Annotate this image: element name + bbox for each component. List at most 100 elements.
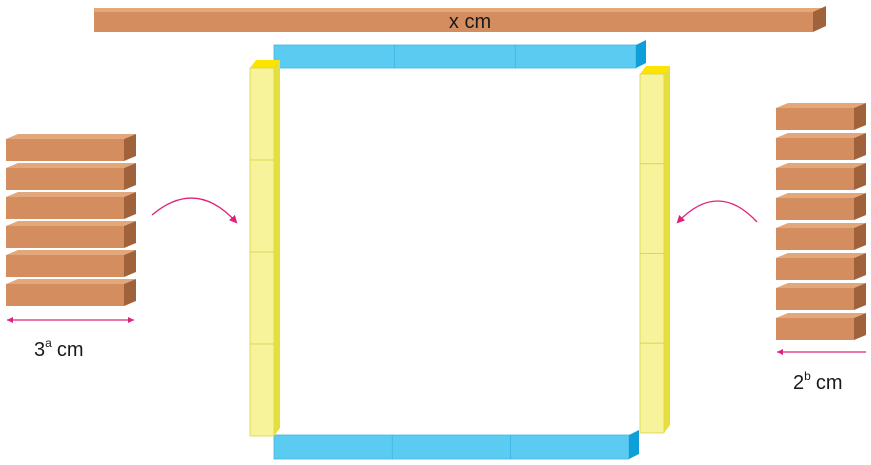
left-measure-arrowhead-left (7, 317, 13, 323)
frame-left-segment (249, 251, 275, 345)
right-curved-arrow (676, 200, 758, 224)
brick-top-face (6, 163, 136, 168)
brick-side-face (854, 253, 866, 280)
left-measure-arrowhead-right (128, 317, 134, 323)
frame-right-segment (639, 73, 665, 165)
brick-front-face (776, 138, 854, 160)
brick-top-face (6, 250, 136, 255)
brick-front-face (776, 108, 854, 130)
right-stack-brick (776, 283, 866, 310)
brick-front-face (776, 228, 854, 250)
right-stack-brick (776, 313, 866, 340)
top-rod-label: x cm (449, 11, 491, 33)
top-rod-side-face (813, 6, 826, 32)
brick-side-face (124, 221, 136, 248)
right-stack-brick (776, 253, 866, 280)
frame-left-segment (249, 159, 275, 253)
brick-top-face (776, 313, 866, 318)
frame-left-side-face (274, 60, 280, 436)
brick-front-face (6, 226, 124, 248)
brick-side-face (124, 250, 136, 277)
frame-left-yellow-bars (249, 60, 280, 437)
frame-left-segment (249, 67, 275, 161)
brick-top-face (776, 133, 866, 138)
right-measure-arrowhead-left (777, 349, 783, 355)
brick-top-face (776, 163, 866, 168)
right-stack-brick (776, 133, 866, 160)
brick-side-face (854, 133, 866, 160)
brick-side-face (854, 313, 866, 340)
brick-front-face (6, 197, 124, 219)
left-stack-brick (6, 163, 136, 190)
right-stack-brick (776, 223, 866, 250)
brick-top-face (776, 253, 866, 258)
brick-front-face (6, 168, 124, 190)
brick-top-face (6, 192, 136, 197)
frame-top-segment (394, 44, 516, 69)
brick-front-face (776, 198, 854, 220)
right-stack-brick (776, 103, 866, 130)
left-label-unit: cm (57, 339, 84, 361)
brick-front-face (776, 258, 854, 280)
left-brick-stack (6, 134, 136, 306)
brick-side-face (124, 279, 136, 306)
brick-front-face (776, 168, 854, 190)
frame-left-top-cap (250, 60, 280, 68)
brick-side-face (124, 192, 136, 219)
brick-side-face (124, 134, 136, 161)
square-frame (249, 40, 670, 460)
left-stack-brick (6, 250, 136, 277)
frame-top-segment (514, 44, 637, 69)
brick-side-face (854, 283, 866, 310)
frame-top-segment (273, 44, 396, 69)
frame-right-segment (639, 253, 665, 344)
frame-bottom-end-face (629, 430, 639, 459)
frame-bottom-segment (510, 434, 630, 460)
frame-left-segment (249, 343, 275, 437)
frame-right-side-face (664, 66, 670, 433)
brick-front-face (6, 284, 124, 306)
brick-front-face (776, 318, 854, 340)
right-label-base: 2 (793, 372, 804, 394)
frame-top-blue-bars (273, 40, 646, 69)
brick-top-face (6, 279, 136, 284)
left-label-exponent: a (45, 336, 52, 350)
brick-front-face (6, 255, 124, 277)
left-label-base: 3 (34, 339, 45, 361)
brick-side-face (854, 193, 866, 220)
left-stack-brick (6, 221, 136, 248)
brick-top-face (6, 134, 136, 139)
brick-front-face (6, 139, 124, 161)
brick-top-face (6, 221, 136, 226)
right-label-unit: cm (816, 372, 843, 394)
left-stack-brick (6, 192, 136, 219)
frame-right-top-cap (640, 66, 670, 74)
frame-right-segment (639, 163, 665, 254)
frame-bottom-blue-bars (273, 430, 639, 460)
left-curved-arrow (151, 197, 238, 224)
brick-side-face (854, 163, 866, 190)
top-rod: x cm (94, 6, 826, 33)
right-stack-brick (776, 163, 866, 190)
frame-right-segment (639, 342, 665, 434)
frame-right-yellow-bars (639, 66, 670, 434)
right-label-exponent: b (804, 369, 811, 383)
brick-top-face (776, 223, 866, 228)
brick-top-face (776, 283, 866, 288)
brick-front-face (776, 288, 854, 310)
right-brick-stack (776, 103, 866, 340)
right-stack-brick (776, 193, 866, 220)
brick-side-face (854, 103, 866, 130)
frame-bottom-segment (391, 434, 512, 460)
frame-bottom-segment (273, 434, 393, 460)
brick-side-face (124, 163, 136, 190)
brick-side-face (854, 223, 866, 250)
top-rod-front-face (94, 12, 813, 32)
left-stack-brick (6, 279, 136, 306)
brick-top-face (776, 103, 866, 108)
left-stack-brick (6, 134, 136, 161)
frame-top-end-face (636, 40, 646, 68)
